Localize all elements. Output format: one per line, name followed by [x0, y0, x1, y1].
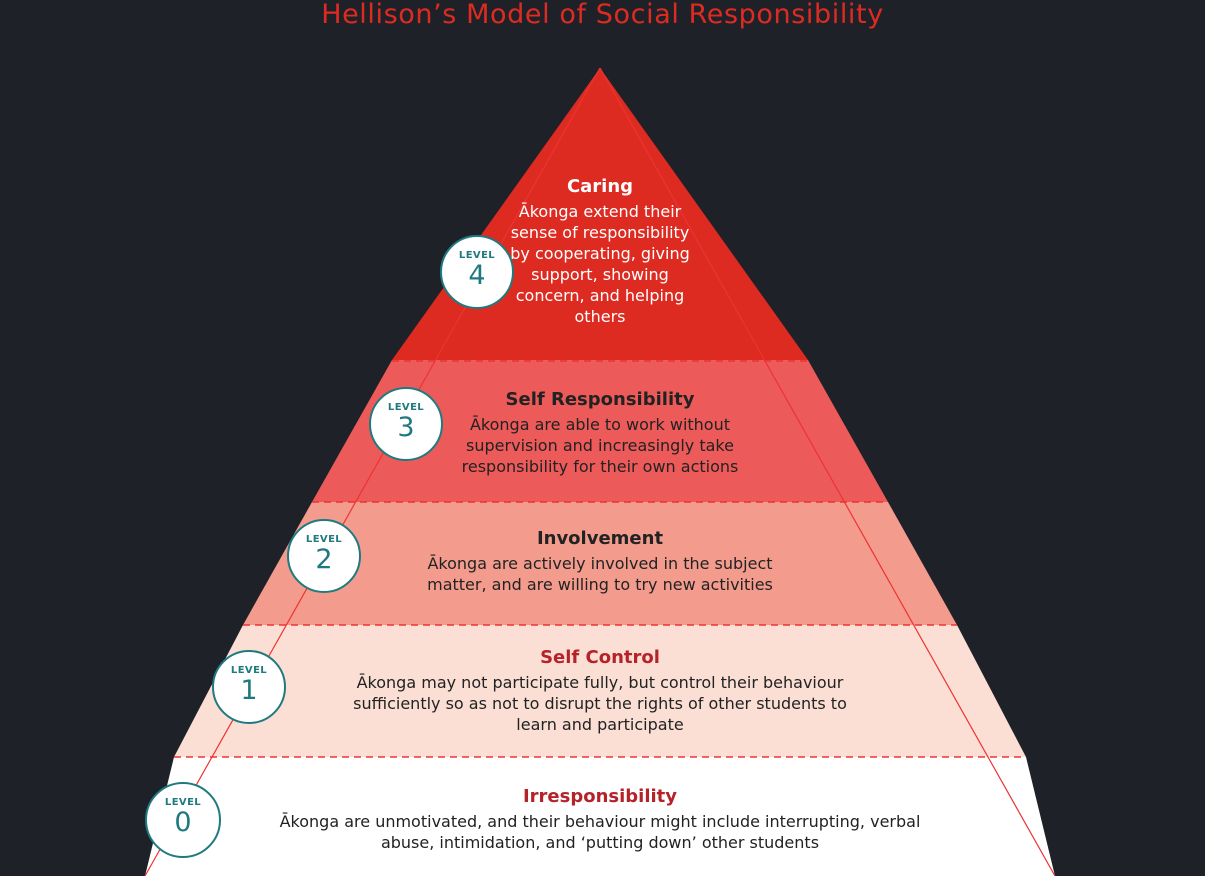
level-1-badge: LEVEL 1 [212, 650, 286, 724]
level-0-title: Irresponsibility [522, 786, 678, 807]
level-2-badge: LEVEL 2 [287, 519, 361, 593]
level-2-text: Involvement Ākonga are actively involved… [400, 528, 800, 595]
level-2-title: Involvement [536, 528, 664, 549]
level-1-text: Self Control Ākonga may not participate … [320, 647, 880, 735]
level-4-badge: LEVEL 4 [440, 235, 514, 309]
level-4-title: Caring [566, 176, 634, 197]
level-4-text: Caring Ākonga extend their sense of resp… [510, 176, 690, 327]
level-3-badge: LEVEL 3 [369, 387, 443, 461]
level-3-description: Ākonga are able to work without supervis… [461, 415, 739, 476]
level-2-description: Ākonga are actively involved in the subj… [427, 554, 773, 594]
level-4-description: Ākonga extend their sense of responsibil… [510, 202, 690, 326]
band-level-2 [243, 502, 957, 625]
diagram-title: Hellison’s Model of Social Responsibilit… [321, 0, 884, 30]
band-level-3 [312, 360, 888, 502]
level-3-text: Self Responsibility Ākonga are able to w… [430, 389, 770, 477]
level-3-title: Self Responsibility [505, 389, 695, 410]
level-1-title: Self Control [540, 647, 660, 668]
level-0-badge: LEVEL 0 [145, 782, 221, 858]
level-0-text: Irresponsibility Ākonga are unmotivated,… [270, 786, 930, 853]
level-1-description: Ākonga may not participate fully, but co… [353, 673, 847, 734]
band-level-0 [145, 757, 1055, 876]
level-0-description: Ākonga are unmotivated, and their behavi… [279, 812, 921, 852]
band-level-1 [174, 625, 1026, 757]
